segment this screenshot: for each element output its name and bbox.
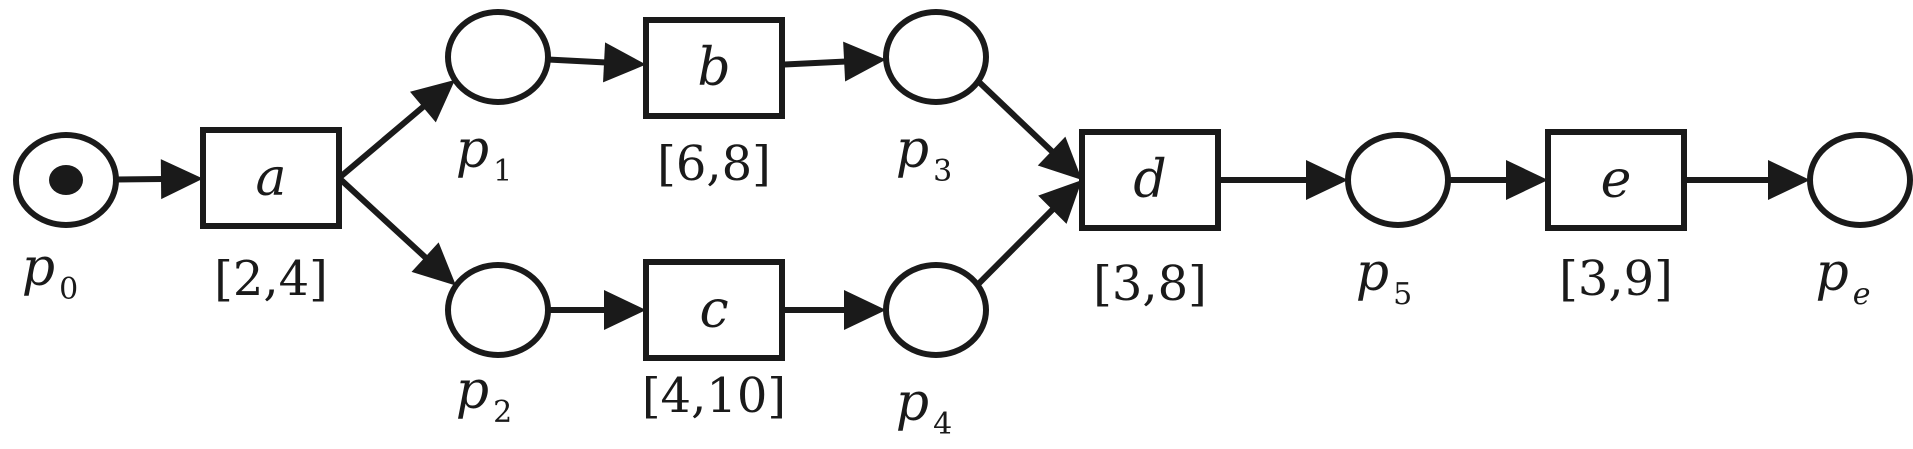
place-p0	[13, 132, 119, 228]
transition-label: c	[699, 280, 728, 340]
arc-b-p3	[781, 41, 887, 82]
arc-a-p1	[337, 79, 455, 181]
arc-p2-c	[548, 290, 646, 330]
arc-e-pe	[1684, 160, 1810, 200]
transition-c: c	[643, 259, 785, 361]
place-label-name: p	[456, 120, 489, 180]
transition-interval: [6,8]	[657, 136, 771, 192]
place-pe	[1807, 132, 1913, 228]
transition-a: a	[200, 127, 342, 229]
place-p5	[1345, 132, 1451, 228]
arrowhead	[1037, 136, 1082, 180]
place-label-sub: 1	[493, 154, 512, 189]
place-label-name: p	[1815, 243, 1848, 303]
arc-line	[975, 206, 1056, 287]
place-label-name: p	[896, 120, 929, 180]
place-p1	[445, 9, 551, 105]
place-circle	[883, 262, 989, 358]
transition-box	[643, 259, 785, 361]
arc-line	[337, 103, 427, 181]
place-circle	[445, 262, 551, 358]
transition-e: e	[1545, 129, 1687, 231]
arc-p0-a	[115, 159, 203, 200]
transition-interval: [3,9]	[1559, 251, 1673, 307]
transition-interval: [3,8]	[1093, 256, 1207, 312]
nodes-layer: a b c d e	[13, 9, 1913, 361]
place-label-name: p	[22, 238, 55, 298]
arc-p1-b	[547, 42, 646, 83]
transition-label: b	[697, 38, 730, 98]
arcs-layer	[115, 41, 1810, 330]
place-circle	[1807, 132, 1913, 228]
place-label-sub: 0	[59, 272, 78, 307]
place-label-name: p	[1356, 243, 1389, 303]
arc-a-p2	[336, 175, 457, 286]
place-label-sub: e	[1853, 277, 1871, 312]
arrowhead	[844, 290, 886, 330]
place-circle	[445, 9, 551, 105]
transition-box	[643, 17, 785, 119]
place-label-sub: 4	[933, 407, 952, 442]
place-circle	[1345, 132, 1451, 228]
arrowhead	[409, 79, 455, 123]
transition-box	[1545, 129, 1687, 231]
place-p2	[445, 262, 551, 358]
arc-line	[547, 56, 607, 66]
place-label-sub: 5	[1393, 277, 1412, 312]
place-label-name: p	[896, 373, 929, 433]
arrowhead	[1038, 180, 1082, 224]
transition-label: d	[1133, 150, 1166, 210]
place-label-sub: 3	[933, 154, 952, 189]
arrowhead	[411, 242, 457, 286]
arc-line	[336, 175, 429, 261]
place-circle	[883, 9, 989, 105]
transition-interval: [2,4]	[214, 251, 328, 307]
arc-p4-d	[975, 180, 1082, 287]
arrowhead	[1306, 160, 1348, 200]
transition-box	[200, 127, 342, 229]
place-p3	[883, 9, 989, 105]
arrowhead	[1768, 160, 1810, 200]
place-label-sub: 2	[493, 395, 512, 430]
arrowhead	[1506, 160, 1548, 200]
arc-p3-d	[976, 79, 1082, 180]
arrowhead	[160, 159, 203, 200]
arrowhead	[604, 290, 646, 330]
transition-label: e	[1601, 150, 1632, 210]
transition-box	[1079, 129, 1221, 231]
arrowhead	[603, 42, 646, 83]
transition-interval: [4,10]	[642, 368, 786, 424]
place-p4	[883, 262, 989, 358]
arc-d-p5	[1218, 160, 1348, 200]
transition-label: a	[255, 148, 286, 208]
arc-line	[976, 79, 1056, 155]
arc-c-p4	[782, 290, 886, 330]
transition-d: d	[1079, 129, 1221, 231]
arc-line	[781, 58, 847, 68]
transition-b: b	[643, 17, 785, 119]
token-dot	[49, 165, 83, 195]
arc-p5-e	[1448, 160, 1548, 200]
arrowhead	[843, 41, 887, 82]
place-label-name: p	[456, 361, 489, 421]
